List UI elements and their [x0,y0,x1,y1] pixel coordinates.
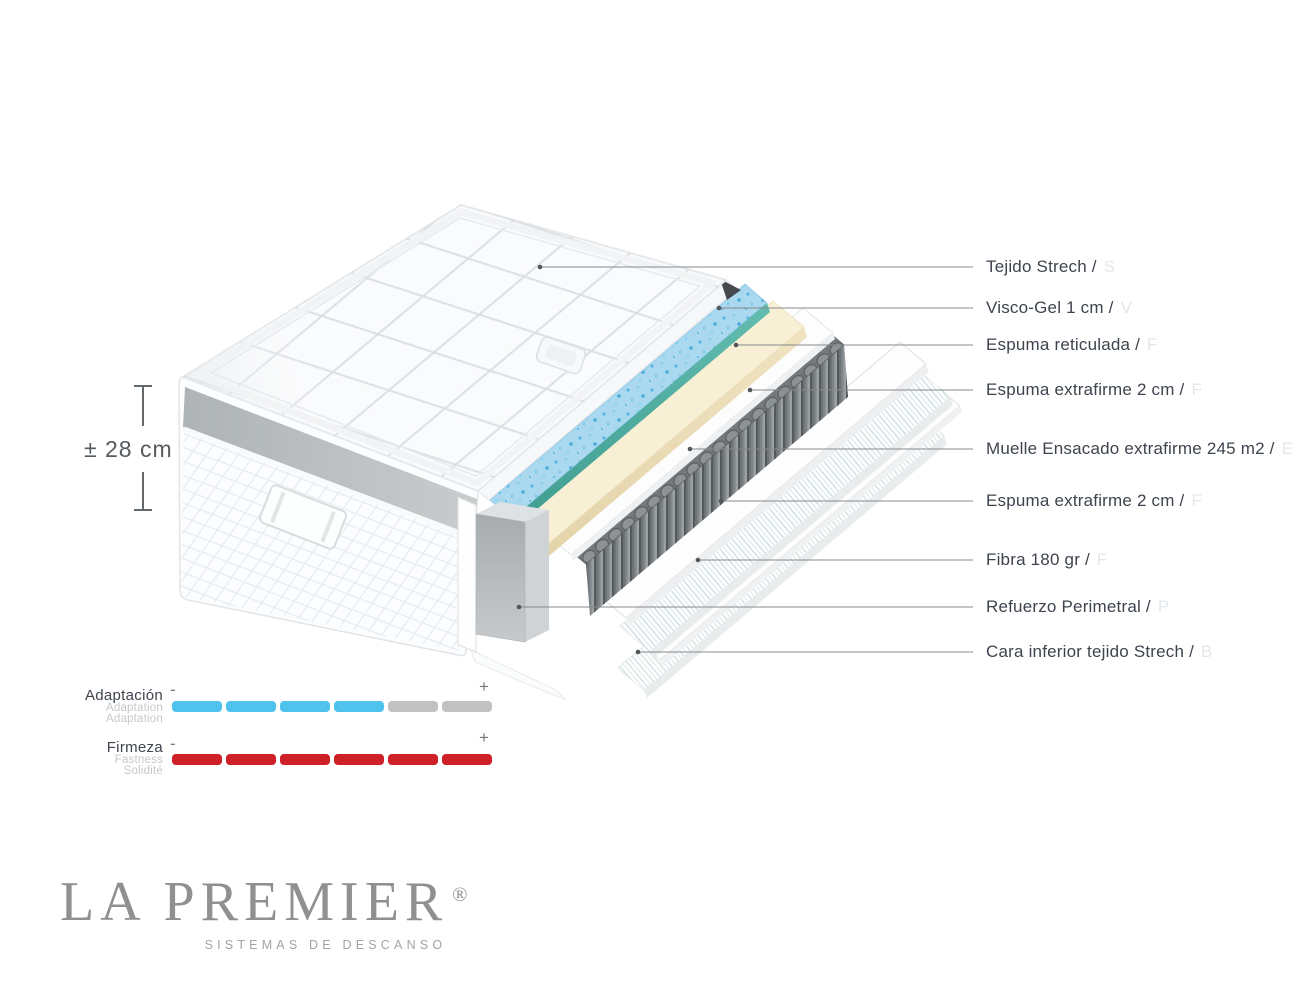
side-knit-band [183,387,477,537]
scale-segment [280,701,330,712]
adaptation-scale-sub-fr: Adaptation [106,713,163,725]
dimension-line-top [142,386,144,426]
adaptation-scale-title: Adaptación [84,687,163,704]
scale-segment [334,754,384,765]
layer-label-refuerzo-perimetral: Refuerzo Perimetral /P [986,597,1170,616]
scale-segment [172,701,222,712]
scale-segment [442,754,492,765]
leader-lines [519,266,973,653]
brand-name: LA PREMIER® [60,874,467,930]
firmness-scale-sub-fr: Solidité [123,765,163,777]
scale-segment [226,754,276,765]
layer-label-tejido-strech: Tejido Strech /S [986,257,1116,276]
bottom-wrap [470,649,567,701]
scale-segment [334,701,384,712]
dimension-line-bottom [142,472,144,510]
scale-segment [388,754,438,765]
firmness-scale-bar [172,754,492,765]
mattress-side-face [178,376,479,657]
scale-segment [388,701,438,712]
layer-label-cara-inferior: Cara inferior tejido Strech /B [986,642,1213,661]
cut-shadow-notch [720,279,741,300]
cut-band [457,496,477,653]
firmness-plus-sign: + [479,728,489,747]
quilt-emblem [535,336,587,375]
mattress-handle [258,484,348,550]
adaptation-scale-bar [172,701,492,712]
scale-segment [442,701,492,712]
adaptation-scale-sub-en: Adaptation [106,702,163,714]
dimension-bottom-cap [134,509,152,511]
fiber-layer [619,371,953,659]
firmness-scale-title: Firmeza [106,739,163,756]
firmness-minus-sign: - [170,734,176,753]
height-dimension-label: ± 28 cm [84,436,173,462]
scale-segment [226,701,276,712]
firmness-scale-sub-en: Fastness [114,754,163,766]
layer-label-espuma-extrafirme-2: Espuma extrafirme 2 cm /F [986,491,1203,510]
layer-label-espuma-extrafirme-1: Espuma extrafirme 2 cm /F [986,380,1203,399]
registered-trademark-icon: ® [452,884,468,906]
scale-segment [172,754,222,765]
brand-logo: LA PREMIER® SISTEMAS DE DESCANSO [60,874,467,952]
adaptation-minus-sign: - [170,680,176,699]
perimeter-reinforcement-slab [475,502,549,643]
adaptation-plus-sign: + [479,677,489,696]
brand-tagline: SISTEMAS DE DESCANSO [204,938,447,952]
scale-segment [280,754,330,765]
quilted-top-face [182,204,727,492]
layer-label-visco-gel: Visco-Gel 1 cm /V [986,298,1133,317]
layer-label-fibra: Fibra 180 gr /F [986,550,1108,569]
layer-label-espuma-reticulada: Espuma reticulada /F [986,335,1158,354]
leader-dots [516,264,753,655]
layer-label-muelle-ensacado: Muelle Ensacado extrafirme 245 m2 /E [986,439,1294,458]
